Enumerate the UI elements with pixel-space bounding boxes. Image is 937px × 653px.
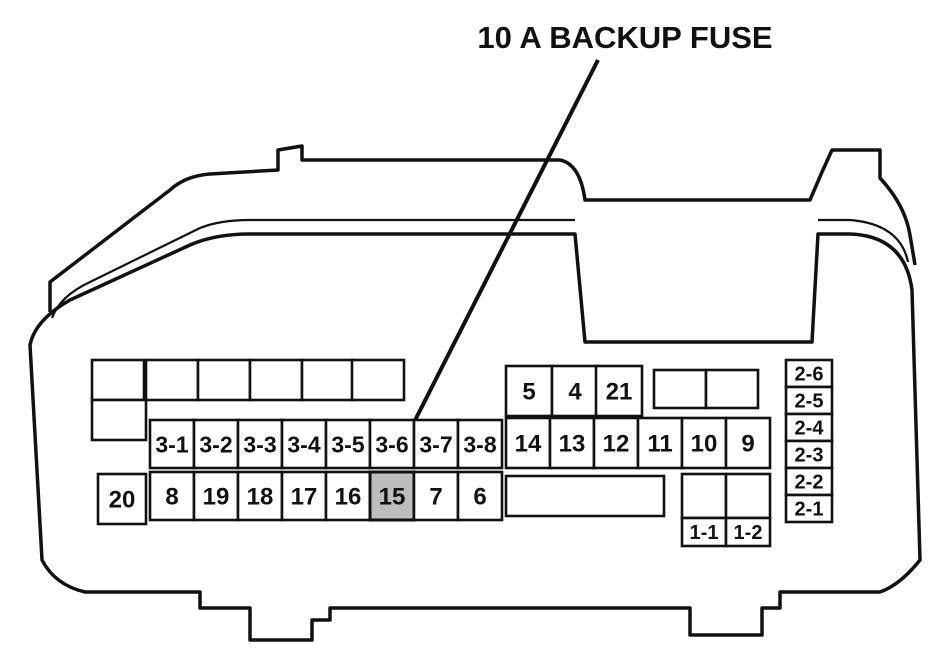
fuse-label-17: 17 bbox=[291, 484, 318, 511]
fuse-label-3-6: 3-6 bbox=[375, 431, 408, 457]
fuse-slot-blank bbox=[652, 368, 708, 410]
fuse-slot-blank bbox=[248, 358, 304, 402]
fuse-label-11: 11 bbox=[647, 431, 672, 458]
fuse-slot-20 bbox=[96, 472, 148, 526]
fuse-slot-19 bbox=[192, 470, 240, 522]
fuse-label-2-6: 2-6 bbox=[795, 364, 824, 386]
fuse-slot-blank bbox=[350, 358, 406, 402]
fuse-slot-blank bbox=[144, 358, 200, 402]
fuse-slot-10 bbox=[680, 416, 728, 470]
fuse-slot-1-2 bbox=[724, 516, 772, 548]
fuse-label-14: 14 bbox=[515, 431, 542, 458]
fuse-slot-21 bbox=[594, 364, 644, 418]
fuse-slot-3-2 bbox=[192, 418, 240, 470]
fuse-slot-16 bbox=[324, 470, 372, 522]
fuse-slot-blank bbox=[90, 358, 146, 402]
fuse-label-3-5: 3-5 bbox=[331, 431, 364, 457]
housing-front-outline bbox=[28, 232, 922, 642]
fuse-slot-5 bbox=[504, 364, 554, 418]
fuse-label-3-4: 3-4 bbox=[287, 431, 320, 457]
fuse-label-3-1: 3-1 bbox=[155, 431, 188, 457]
fuse-label-1-2: 1-2 bbox=[734, 522, 763, 544]
fuse-slot-13 bbox=[548, 416, 596, 470]
fuse-label-5: 5 bbox=[522, 379, 535, 406]
callout-arrow-line bbox=[402, 59, 600, 443]
fuse-label-2-3: 2-3 bbox=[795, 445, 824, 467]
fuse-label-16: 16 bbox=[335, 484, 362, 511]
fuse-label-10: 10 bbox=[691, 431, 718, 458]
fuse-slot-6 bbox=[456, 470, 504, 522]
fuse-label-13: 13 bbox=[559, 431, 586, 458]
fuse-label-2-2: 2-2 bbox=[795, 472, 824, 494]
fuse-slot-2-3 bbox=[784, 439, 834, 470]
fuse-slot-9 bbox=[724, 416, 772, 470]
fuse-label-15: 15 bbox=[379, 484, 406, 511]
fuse-slot-blank bbox=[704, 368, 760, 410]
fuse-slot-blank bbox=[300, 358, 356, 402]
fuse-label-21: 21 bbox=[606, 379, 633, 406]
fuse-label-3-3: 3-3 bbox=[243, 431, 276, 457]
fuse-label-7: 7 bbox=[429, 484, 442, 511]
housing-back-outline bbox=[48, 144, 917, 312]
fuse-slot-2-2 bbox=[784, 466, 834, 497]
fuse-slot-blank bbox=[504, 474, 666, 518]
fuse-label-3-2: 3-2 bbox=[199, 431, 232, 457]
fuse-label-6: 6 bbox=[473, 484, 486, 511]
housing-inner-ledge-right bbox=[818, 218, 910, 263]
fuse-label-2-5: 2-5 bbox=[795, 391, 824, 413]
fuse-slot-2-4 bbox=[784, 412, 834, 443]
housing-inner-ledge bbox=[50, 218, 575, 319]
fuse-label-3-8: 3-8 bbox=[463, 431, 496, 457]
fuse-label-8: 8 bbox=[165, 484, 178, 511]
fuse-slot-2-1 bbox=[784, 493, 834, 524]
callout-title: 10 A BACKUP FUSE bbox=[477, 20, 772, 55]
fuse-slot-2-6 bbox=[784, 358, 834, 389]
fuse-label-20: 20 bbox=[109, 487, 136, 514]
fuse-slot-7 bbox=[412, 470, 460, 522]
fuse-label-9: 9 bbox=[741, 431, 754, 458]
fuse-slot-3-8 bbox=[456, 418, 504, 470]
fuse-label-12: 12 bbox=[603, 431, 630, 458]
fuse-label-3-7: 3-7 bbox=[419, 431, 452, 457]
fuse-label-1-1: 1-1 bbox=[690, 522, 719, 544]
fuse-slot-2-5 bbox=[784, 385, 834, 416]
fuse-label-19: 19 bbox=[203, 484, 230, 511]
fuse-slot-blank bbox=[680, 472, 728, 520]
fuse-label-2-1: 2-1 bbox=[795, 499, 824, 521]
fuse-slot-blank bbox=[724, 472, 772, 520]
fuse-slot-15 bbox=[368, 470, 416, 522]
fuse-label-18: 18 bbox=[247, 484, 274, 511]
fuse-cells: 3-1 3-2 3-3 3-4 3-5 3-6 3-7 3-8 8 19 18 17 16 15 7 6 20 5… bbox=[90, 358, 834, 548]
fuse-slot-blank bbox=[90, 398, 148, 442]
fuse-label-2-4: 2-4 bbox=[795, 418, 825, 440]
fuse-slot-4 bbox=[550, 364, 600, 418]
fuse-label-4: 4 bbox=[568, 379, 582, 406]
fuse-slot-blank bbox=[196, 358, 252, 402]
